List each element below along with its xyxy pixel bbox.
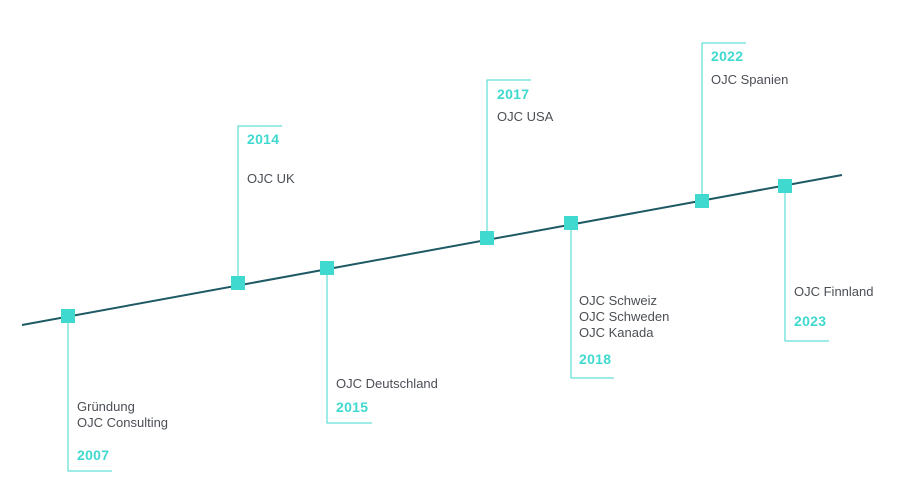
- event-2018-line-1: OJC Schweiz: [579, 293, 658, 308]
- event-year-2014: 2014: [247, 131, 280, 147]
- event-desc-2023: OJC Finnland: [794, 284, 873, 300]
- marker-2022: [695, 194, 709, 208]
- event-year-2015: 2015: [336, 399, 369, 415]
- event-desc-2022: OJC Spanien: [711, 72, 788, 88]
- callout-line-2023: [784, 186, 829, 342]
- callout-line-2015: [326, 268, 372, 424]
- timeline-main-line: [21, 174, 843, 326]
- marker-2017: [480, 231, 494, 245]
- callout-line-2007: [67, 316, 112, 472]
- event-desc-2014: OJC UK: [247, 171, 295, 187]
- event-desc-2015: OJC Deutschland: [336, 376, 438, 392]
- event-2007-line-1: Gründung: [77, 399, 135, 414]
- event-year-2017: 2017: [497, 86, 530, 102]
- marker-2018: [564, 216, 578, 230]
- event-year-2023: 2023: [794, 313, 827, 329]
- event-desc-2018: OJC Schweiz OJC Schweden OJC Kanada: [579, 293, 669, 341]
- marker-2023: [778, 179, 792, 193]
- event-2015-line-1: OJC Deutschland: [336, 376, 438, 391]
- event-2023-line-1: OJC Finnland: [794, 284, 874, 299]
- event-2022-line-1: OJC Spanien: [711, 72, 789, 87]
- marker-2014: [231, 276, 245, 290]
- event-desc-2007: Gründung OJC Consulting: [77, 399, 168, 431]
- event-year-2018: 2018: [579, 351, 612, 367]
- event-year-2022: 2022: [711, 48, 744, 64]
- callout-line-2014: [237, 125, 282, 283]
- marker-2007: [61, 309, 75, 323]
- marker-2015: [320, 261, 334, 275]
- event-2018-line-3: OJC Kanada: [579, 325, 654, 340]
- callout-line-2017: [486, 79, 531, 238]
- event-2014-line-1: OJC UK: [247, 171, 295, 186]
- event-2007-line-2: OJC Consulting: [77, 415, 169, 430]
- event-desc-2017: OJC USA: [497, 109, 553, 125]
- callout-line-2022: [701, 42, 746, 201]
- callout-line-2018: [570, 223, 614, 379]
- event-year-2007: 2007: [77, 447, 110, 463]
- event-2017-line-1: OJC USA: [497, 109, 554, 124]
- event-2018-line-2: OJC Schweden: [579, 309, 670, 324]
